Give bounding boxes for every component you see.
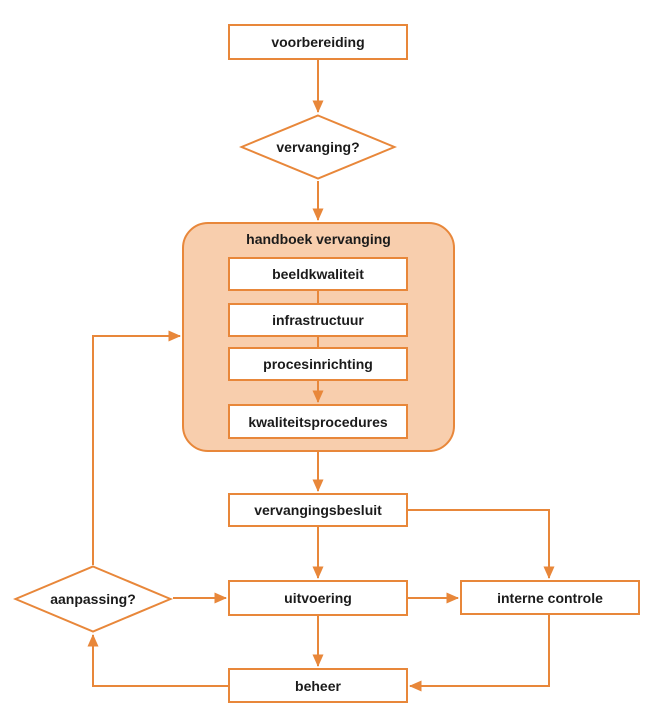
node-interne-controle: interne controle xyxy=(460,580,640,615)
node-uitvoering: uitvoering xyxy=(228,580,408,616)
node-kwaliteitsprocedures-label: kwaliteitsprocedures xyxy=(248,413,388,430)
node-infrastructuur: infrastructuur xyxy=(228,303,408,337)
node-kwaliteitsprocedures: kwaliteitsprocedures xyxy=(228,404,408,439)
node-uitvoering-label: uitvoering xyxy=(284,590,352,606)
edge-internecontrole-beheer xyxy=(409,615,550,692)
node-vervangingsbesluit-label: vervangingsbesluit xyxy=(254,502,382,518)
node-vervanging-decision: vervanging? xyxy=(239,114,397,180)
diamond-shape xyxy=(239,114,397,180)
edge-vervangingsbesluit-internecontrole xyxy=(407,509,555,579)
node-procesinrichting-label: procesinrichting xyxy=(263,356,373,372)
diamond-shape xyxy=(13,565,173,633)
node-infrastructuur-label: infrastructuur xyxy=(272,312,364,328)
node-voorbereiding: voorbereiding xyxy=(228,24,408,60)
node-vervangingsbesluit: vervangingsbesluit xyxy=(228,493,408,527)
node-beheer: beheer xyxy=(228,668,408,703)
node-procesinrichting: procesinrichting xyxy=(228,347,408,381)
node-beeldkwaliteit: beeldkwaliteit xyxy=(228,257,408,291)
node-voorbereiding-label: voorbereiding xyxy=(271,34,365,50)
handboek-container-title: handboek vervanging xyxy=(246,231,391,247)
node-beheer-label: beheer xyxy=(295,677,341,694)
node-aanpassing-label: aanpassing? xyxy=(50,591,136,607)
edge-aanpassing-handboek xyxy=(92,330,181,565)
edge-beheer-aanpassing xyxy=(87,634,228,687)
node-beeldkwaliteit-label: beeldkwaliteit xyxy=(272,266,364,282)
node-vervanging-label: vervanging? xyxy=(276,139,360,155)
node-interne-controle-label: interne controle xyxy=(497,589,603,606)
node-aanpassing-decision: aanpassing? xyxy=(13,565,173,633)
